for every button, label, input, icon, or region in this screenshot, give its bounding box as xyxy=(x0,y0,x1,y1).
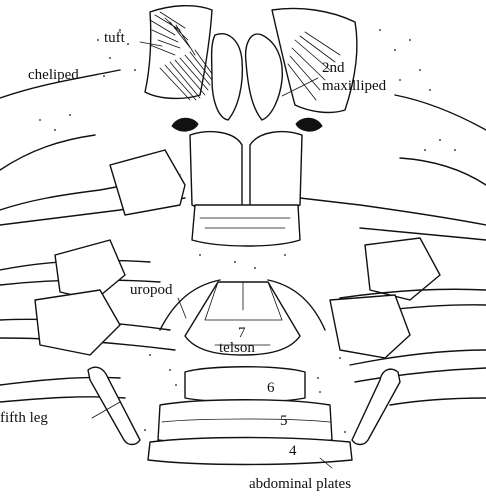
label-cheliped: cheliped xyxy=(28,67,79,83)
left-leg-segment-3 xyxy=(35,290,120,355)
cheliped-setae xyxy=(160,50,213,100)
label-segment-4: 4 xyxy=(289,443,297,459)
cheliped-outline xyxy=(145,6,212,99)
label-telson: telson xyxy=(219,340,255,356)
maxilliped-left xyxy=(212,34,243,120)
label-maxilliped-line1: 2nd xyxy=(322,60,345,76)
abdominal-plate-4 xyxy=(148,438,352,465)
label-segment-5: 5 xyxy=(280,413,288,429)
carapace-outline xyxy=(0,70,486,185)
fifth-leg-right xyxy=(352,369,400,444)
eye-right xyxy=(296,118,322,131)
mouthpart-right xyxy=(250,132,302,211)
label-uropod: uropod xyxy=(130,282,173,298)
abdominal-plate-6 xyxy=(185,367,305,402)
left-leg-segment-1 xyxy=(110,150,185,215)
tuft-hairs xyxy=(150,12,195,55)
leader-uropod xyxy=(178,298,186,318)
right-leg-4 xyxy=(390,398,486,405)
maxilliped-right xyxy=(246,34,283,120)
eye-left xyxy=(172,118,198,131)
mouthpart-lower xyxy=(192,205,300,246)
label-abdominal-plates: abdominal plates xyxy=(249,476,351,492)
label-tuft: tuft xyxy=(104,30,125,46)
label-fifth-leg: fifth leg xyxy=(0,410,48,426)
leader-maxilliped xyxy=(282,78,318,96)
label-segment-7: 7 xyxy=(238,325,246,341)
right-leg-1 xyxy=(300,198,486,240)
label-segment-6: 6 xyxy=(267,380,275,396)
mouthpart-left xyxy=(190,132,242,211)
label-maxilliped-line2: maxilliped xyxy=(322,78,386,94)
right-leg-segment-2 xyxy=(330,295,410,358)
